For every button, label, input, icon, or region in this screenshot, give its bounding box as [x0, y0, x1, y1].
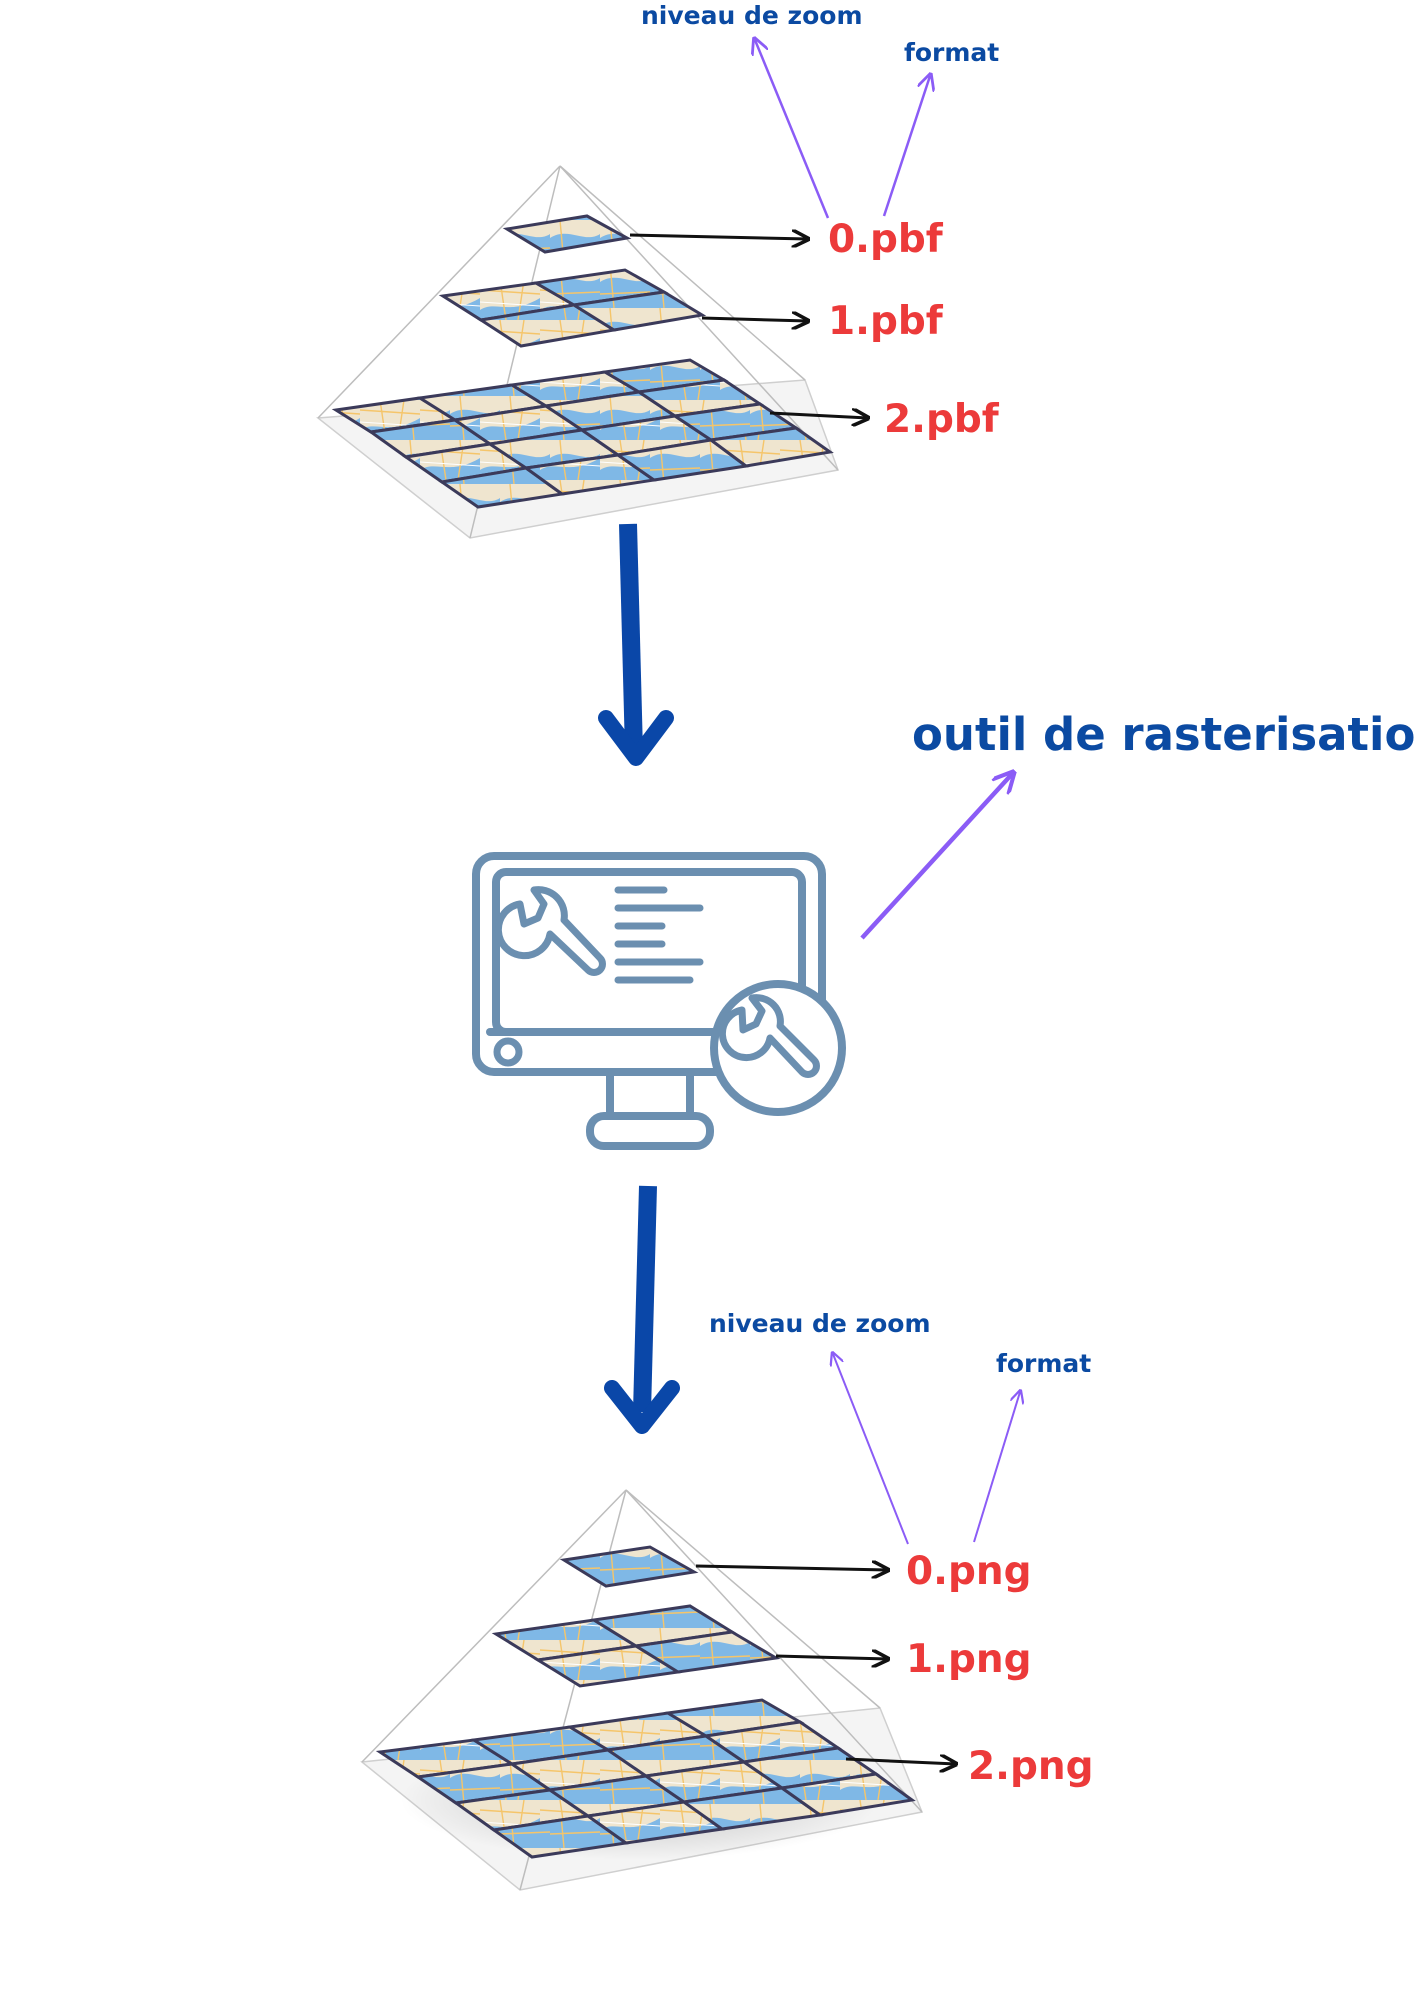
zoom-level-2-tiles — [375, 1698, 916, 1859]
map-tile — [778, 1772, 916, 1817]
raster-tile-pyramid: 0.png 1.png 2.png niveau de zoom format — [360, 1309, 1094, 1891]
map-tile — [502, 214, 632, 254]
zoom-level-0-tiles — [559, 1545, 699, 1588]
zoom-annotation-label: niveau de zoom — [641, 1, 863, 30]
flow-arrow-down-2 — [604, 1185, 680, 1434]
map-tile — [707, 426, 834, 468]
format-annotation-label: format — [904, 38, 999, 67]
map-tile — [559, 1545, 699, 1588]
zoom-level-2-tiles — [331, 358, 834, 509]
level-1-pointer-arrow — [701, 318, 808, 321]
map-tile — [631, 1630, 781, 1674]
level-0-pointer-arrow — [695, 1566, 888, 1570]
file-label-level-0: 0.png — [906, 1549, 1032, 1594]
zoom-annotation-arrow — [833, 1354, 909, 1545]
level-0-pointer-arrow — [629, 235, 808, 239]
format-annotation-arrow — [882, 76, 930, 217]
zoom-level-1-tiles — [491, 1604, 781, 1688]
vector-tile-pyramid: 0.pbf 1.pbf 2.pbf niveau de zoom format — [316, 1, 1000, 539]
tool-annotation-arrow — [860, 774, 1012, 940]
level-2-pointer-arrow — [769, 413, 868, 418]
level-1-pointer-arrow — [775, 1656, 888, 1659]
level-2-pointer-arrow — [845, 1759, 956, 1764]
file-label-level-0: 0.pbf — [828, 217, 944, 262]
zoom-annotation-label: niveau de zoom — [709, 1309, 931, 1338]
map-tile — [569, 290, 707, 332]
zoom-level-0-tiles — [502, 214, 632, 254]
flow-arrow-down-1 — [598, 523, 674, 766]
format-annotation-label: format — [996, 1349, 1091, 1378]
file-label-level-2: 2.png — [968, 1744, 1094, 1789]
file-label-level-1: 1.pbf — [828, 299, 944, 344]
format-annotation-arrow — [973, 1392, 1020, 1543]
tool-label: outil de rasterisation — [912, 708, 1414, 761]
monitor-wrench-icon — [472, 852, 846, 1150]
file-label-level-2: 2.pbf — [884, 397, 1000, 442]
file-label-level-1: 1.png — [906, 1637, 1032, 1682]
zoom-annotation-arrow — [755, 40, 830, 219]
zoom-level-1-tiles — [438, 268, 707, 348]
